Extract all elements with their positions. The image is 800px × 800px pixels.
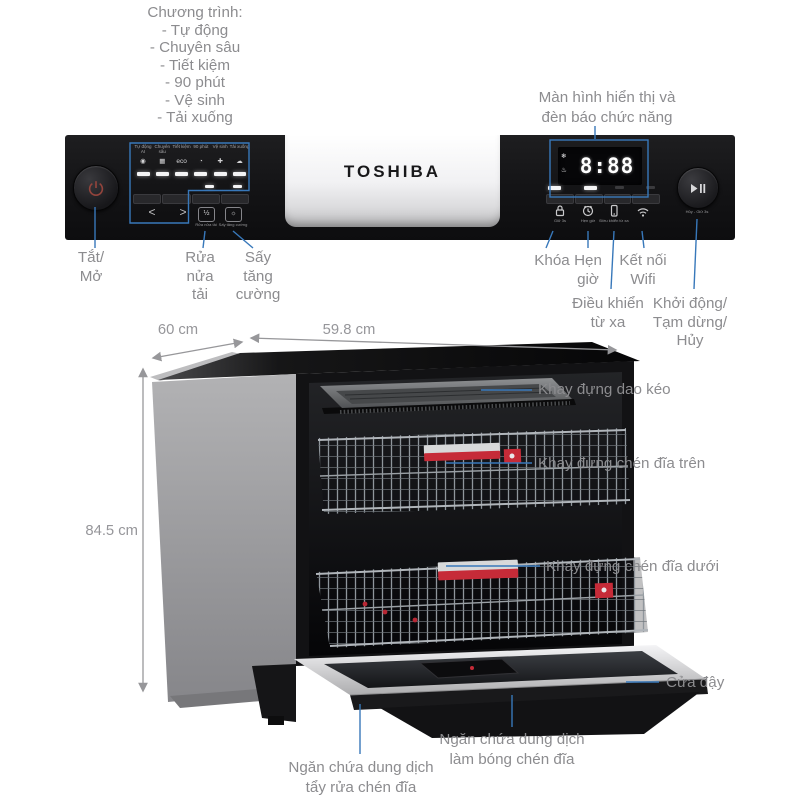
chevron-left-button[interactable]: < <box>148 205 156 219</box>
start-key-label: Hủy - Giữ 3s <box>685 209 709 214</box>
play-pause-icon <box>691 184 706 193</box>
snowflake-icon: ❄ <box>561 153 567 160</box>
wifi-icon <box>637 208 649 217</box>
power-caption: Tắt/ Mở <box>77 249 105 285</box>
program-key[interactable] <box>133 194 162 204</box>
control-panel: Tự động AI Chuyên sâu Tiết kiệm 90 phút … <box>65 135 735 240</box>
function-key[interactable] <box>546 194 574 204</box>
upper-rack-caption: Khay đựng chén đĩa trên <box>538 455 706 472</box>
program-keys <box>133 194 249 204</box>
half-load-button[interactable]: ½ <box>198 207 215 222</box>
chevron-right-button[interactable]: > <box>179 205 187 219</box>
remote-caption: Điều khiển từ xa <box>572 295 644 331</box>
door-caption: Cửa đậy <box>666 674 725 691</box>
rinse-aid-caption: Ngăn chứa dung dịch làm bóng chén đĩa <box>439 731 585 768</box>
door-handle-plate: TOSHIBA <box>285 135 500 227</box>
intensive-program-icon: ▦ <box>159 158 166 165</box>
program-label-download: Tải xuống <box>229 144 250 149</box>
half-load-key-label: Rửa nửa tải <box>195 222 217 227</box>
program-indicator <box>136 172 150 176</box>
program-key[interactable] <box>220 194 249 204</box>
eco-program-icon: eco <box>176 158 187 165</box>
remote-key-label: Điều khiển từ xa <box>599 218 629 223</box>
width-dimension: 59.8 cm <box>322 322 376 338</box>
lock-caption: Khóa <box>534 252 570 269</box>
led-display: ❄ ♨ 8:88 <box>558 147 642 185</box>
lock-icon <box>555 205 565 217</box>
depth-dimension: 60 cm <box>157 322 199 338</box>
program-label-hygiene: Vệ sinh <box>212 144 228 149</box>
cutlery-tray-caption: Khay đựng dao kéo <box>538 381 671 398</box>
power-icon <box>88 181 104 197</box>
program-list-title: Chương trình: <box>147 4 243 21</box>
start-pause-button[interactable] <box>677 167 719 209</box>
wifi-caption: Kết nối Wifi <box>619 252 667 288</box>
height-dimension: 84.5 cm <box>85 523 138 539</box>
timer-caption: Hẹn giờ <box>574 252 602 288</box>
display-caption: Màn hình hiển thị và đèn báo chức năng <box>538 89 676 126</box>
status-indicator <box>233 185 242 188</box>
program-label-intensive: Chuyên sâu <box>154 144 171 154</box>
lower-rack-caption: Khay đựng chén đĩa dưới <box>546 558 719 575</box>
open-door <box>294 645 708 710</box>
download-program-icon: ☁ <box>236 158 243 165</box>
half-load-icon: ½ <box>203 210 210 217</box>
program-indicator <box>233 172 246 176</box>
extra-dry-caption: Sấy tăng cường <box>235 249 281 303</box>
half-load-caption: Rửa nửa tải <box>185 249 215 303</box>
remote-control-icon <box>610 204 618 217</box>
function-key[interactable] <box>603 194 632 204</box>
program-label-eco: Tiết kiệm <box>172 144 191 149</box>
lock-key-label: Giữ 3s <box>553 218 566 223</box>
program-label-90min: 90 phút <box>193 144 209 149</box>
status-indicator <box>205 185 214 188</box>
display-time: 8:88 <box>579 154 635 178</box>
program-list: Chương trình: - Tự động - Chuyên sâu - T… <box>110 4 280 127</box>
status-indicator-off <box>615 186 624 189</box>
program-key[interactable] <box>191 194 220 204</box>
extra-dry-button[interactable]: ☼ <box>225 207 242 222</box>
steam-icon: ♨ <box>561 167 567 174</box>
auto-program-icon: ◉ <box>140 158 146 165</box>
status-indicator-off <box>646 186 655 189</box>
start-caption: Khởi động/ Tạm dừng/ Hủy <box>652 295 728 349</box>
program-indicator <box>155 172 169 176</box>
base-plinth <box>252 664 700 738</box>
delay-timer-icon <box>582 205 594 217</box>
program-label-auto: Tự động AI <box>134 144 152 154</box>
program-key[interactable] <box>162 194 191 204</box>
program-indicator <box>194 172 208 176</box>
extra-dry-icon: ☼ <box>230 210 237 217</box>
brand-logo: TOSHIBA <box>343 162 442 181</box>
detergent-caption: Ngăn chứa dung dịch tẩy rửa chén đĩa <box>288 759 434 796</box>
extra-dry-key-label: Sấy tăng cường <box>218 222 248 227</box>
90min-program-icon: ◔ <box>198 158 203 165</box>
program-indicator <box>213 172 227 176</box>
timer-key-label: Hẹn giờ <box>580 218 596 223</box>
function-key[interactable] <box>632 194 660 204</box>
hygiene-program-icon: ✚ <box>217 158 223 165</box>
status-indicator <box>548 186 561 190</box>
function-key[interactable] <box>574 194 603 204</box>
function-keys <box>546 194 660 204</box>
power-button[interactable] <box>73 165 119 211</box>
program-indicator <box>175 172 189 176</box>
status-indicator <box>584 186 597 190</box>
